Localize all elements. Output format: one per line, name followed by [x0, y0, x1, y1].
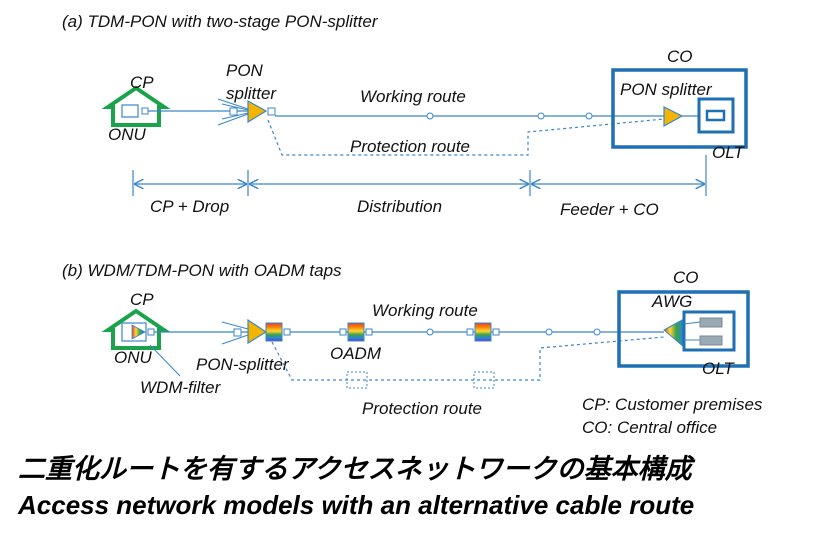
pon-splitter-label-b: PON-splitter [196, 355, 290, 374]
panel-a-title: (a) TDM-PON with two-stage PON-splitter [62, 12, 379, 31]
oadm-icon [474, 322, 492, 342]
pon-splitter-label-2: splitter [226, 84, 277, 103]
panel-b: (b) WDM/TDM-PON with OADM taps CP ONU WD… [62, 261, 750, 418]
olt-label-b: OLT [702, 359, 735, 378]
protection-route-label-b: Protection route [362, 399, 482, 418]
co-splitter-icon [663, 106, 684, 128]
house-icon [101, 85, 171, 127]
oadm-tap-icon [265, 322, 283, 342]
cp-label-a: CP [130, 73, 154, 92]
working-route-label-b: Working route [372, 301, 478, 320]
protection-route-line-b [271, 336, 665, 381]
house-icon [101, 308, 171, 350]
awg-label: AWG [651, 292, 692, 311]
wdm-filter-label: WDM-filter [140, 378, 222, 397]
awg-icon [663, 318, 685, 349]
co-label-b: CO [673, 268, 699, 287]
onu-device-icon [121, 104, 139, 118]
pon-splitter-icon-b [247, 318, 268, 345]
co-box-b [617, 290, 750, 368]
legend-cp: CP: Customer premises [582, 395, 763, 414]
connector [229, 107, 238, 116]
caption-japanese: 二重化ルートを有するアクセスネットワークの基本構成 [18, 454, 696, 485]
wdm-filter-icon [131, 324, 146, 340]
segment-feeder-co-label: Feeder + CO [560, 200, 659, 219]
olt-box-a [697, 97, 735, 134]
pon-splitter-icon [247, 99, 268, 124]
onu-label-b: ONU [114, 348, 153, 367]
olt-label-a: OLT [712, 143, 745, 162]
caption-english: Access network models with an alternativ… [17, 490, 694, 520]
panel-b-title: (b) WDM/TDM-PON with OADM taps [62, 261, 342, 280]
wdm-filter-pointer [149, 344, 181, 377]
oadm-label: OADM [330, 344, 382, 363]
co-label-a: CO [667, 47, 693, 66]
working-route-label-a: Working route [360, 87, 466, 106]
protection-route-label-a: Protection route [350, 137, 470, 156]
co-splitter-label-a: PON splitter [620, 80, 713, 99]
panel-a: (a) TDM-PON with two-stage PON-splitter … [62, 12, 748, 219]
protection-oadm-icon [346, 371, 368, 389]
segment-cp-drop-label: CP + Drop [150, 197, 229, 216]
legend-co: CO: Central office [582, 418, 717, 437]
onu-label-a: ONU [108, 125, 147, 144]
protection-route-line-a [267, 118, 665, 156]
co-box-a [611, 68, 748, 149]
pon-splitter-label-1: PON [226, 61, 264, 80]
protection-oadm-icon [473, 371, 495, 389]
segment-distribution-label: Distribution [357, 197, 442, 216]
oadm-icon [347, 322, 365, 342]
cp-label-b: CP [130, 290, 154, 309]
